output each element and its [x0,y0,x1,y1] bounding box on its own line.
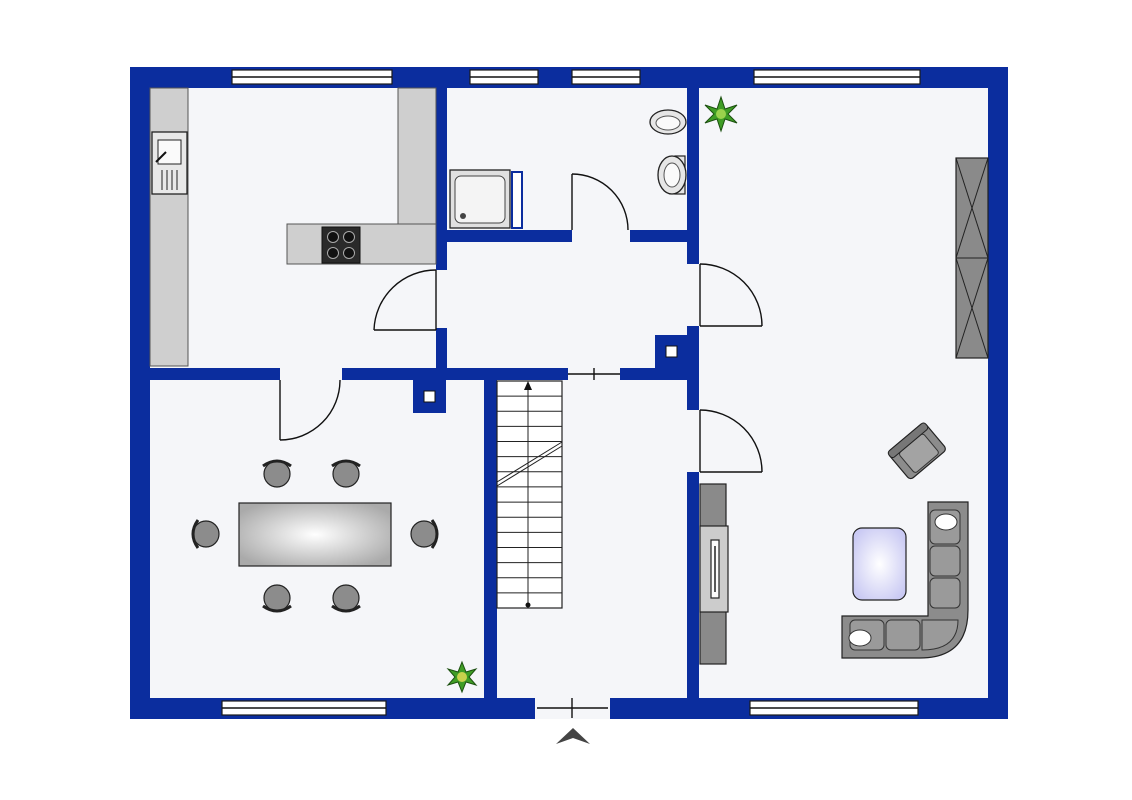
stair-start-dot [525,602,531,608]
hallway-floor-upper [447,242,687,368]
armchair-icon [887,422,946,480]
washbasin-icon [649,109,687,135]
chair-icon [262,459,292,488]
bathroom-door [571,173,629,231]
living-room-door-upper [699,263,763,327]
living-door-opening-lower [686,410,700,472]
fireplace [699,483,729,665]
stair-break-line [496,445,563,487]
chair-icon [331,459,361,488]
dining-table [238,502,392,567]
kitchen-counter [149,87,189,367]
cooktop-icon [321,226,361,264]
chimney-flue [423,390,436,403]
plant-icon [446,660,478,694]
staircase [496,380,563,609]
chimney-flue [665,345,678,358]
living-door-opening-upper [686,264,700,326]
kitchen-door-opening [436,270,447,328]
chair-icon [331,584,361,613]
shower-screen [511,171,523,229]
shower-icon [449,169,511,229]
dining-room-door [279,379,341,441]
entrance-arrow-icon [556,728,590,744]
stair-break-line [496,441,563,483]
wardrobe [955,157,989,359]
kitchen-door [373,269,437,331]
coffee-table [852,527,907,601]
corner-sofa [841,501,969,659]
bath-door-opening [572,229,630,243]
toilet-icon [657,155,687,195]
chair-icon [410,519,439,549]
kitchen-counter [286,223,437,265]
dining-door-opening [280,367,342,381]
plant-icon [704,95,738,133]
stair-direction-arrow [524,381,532,390]
living-room-door-lower [699,409,763,473]
chair-icon [262,584,292,613]
sink-icon [151,131,188,195]
chair-icon [191,519,220,549]
